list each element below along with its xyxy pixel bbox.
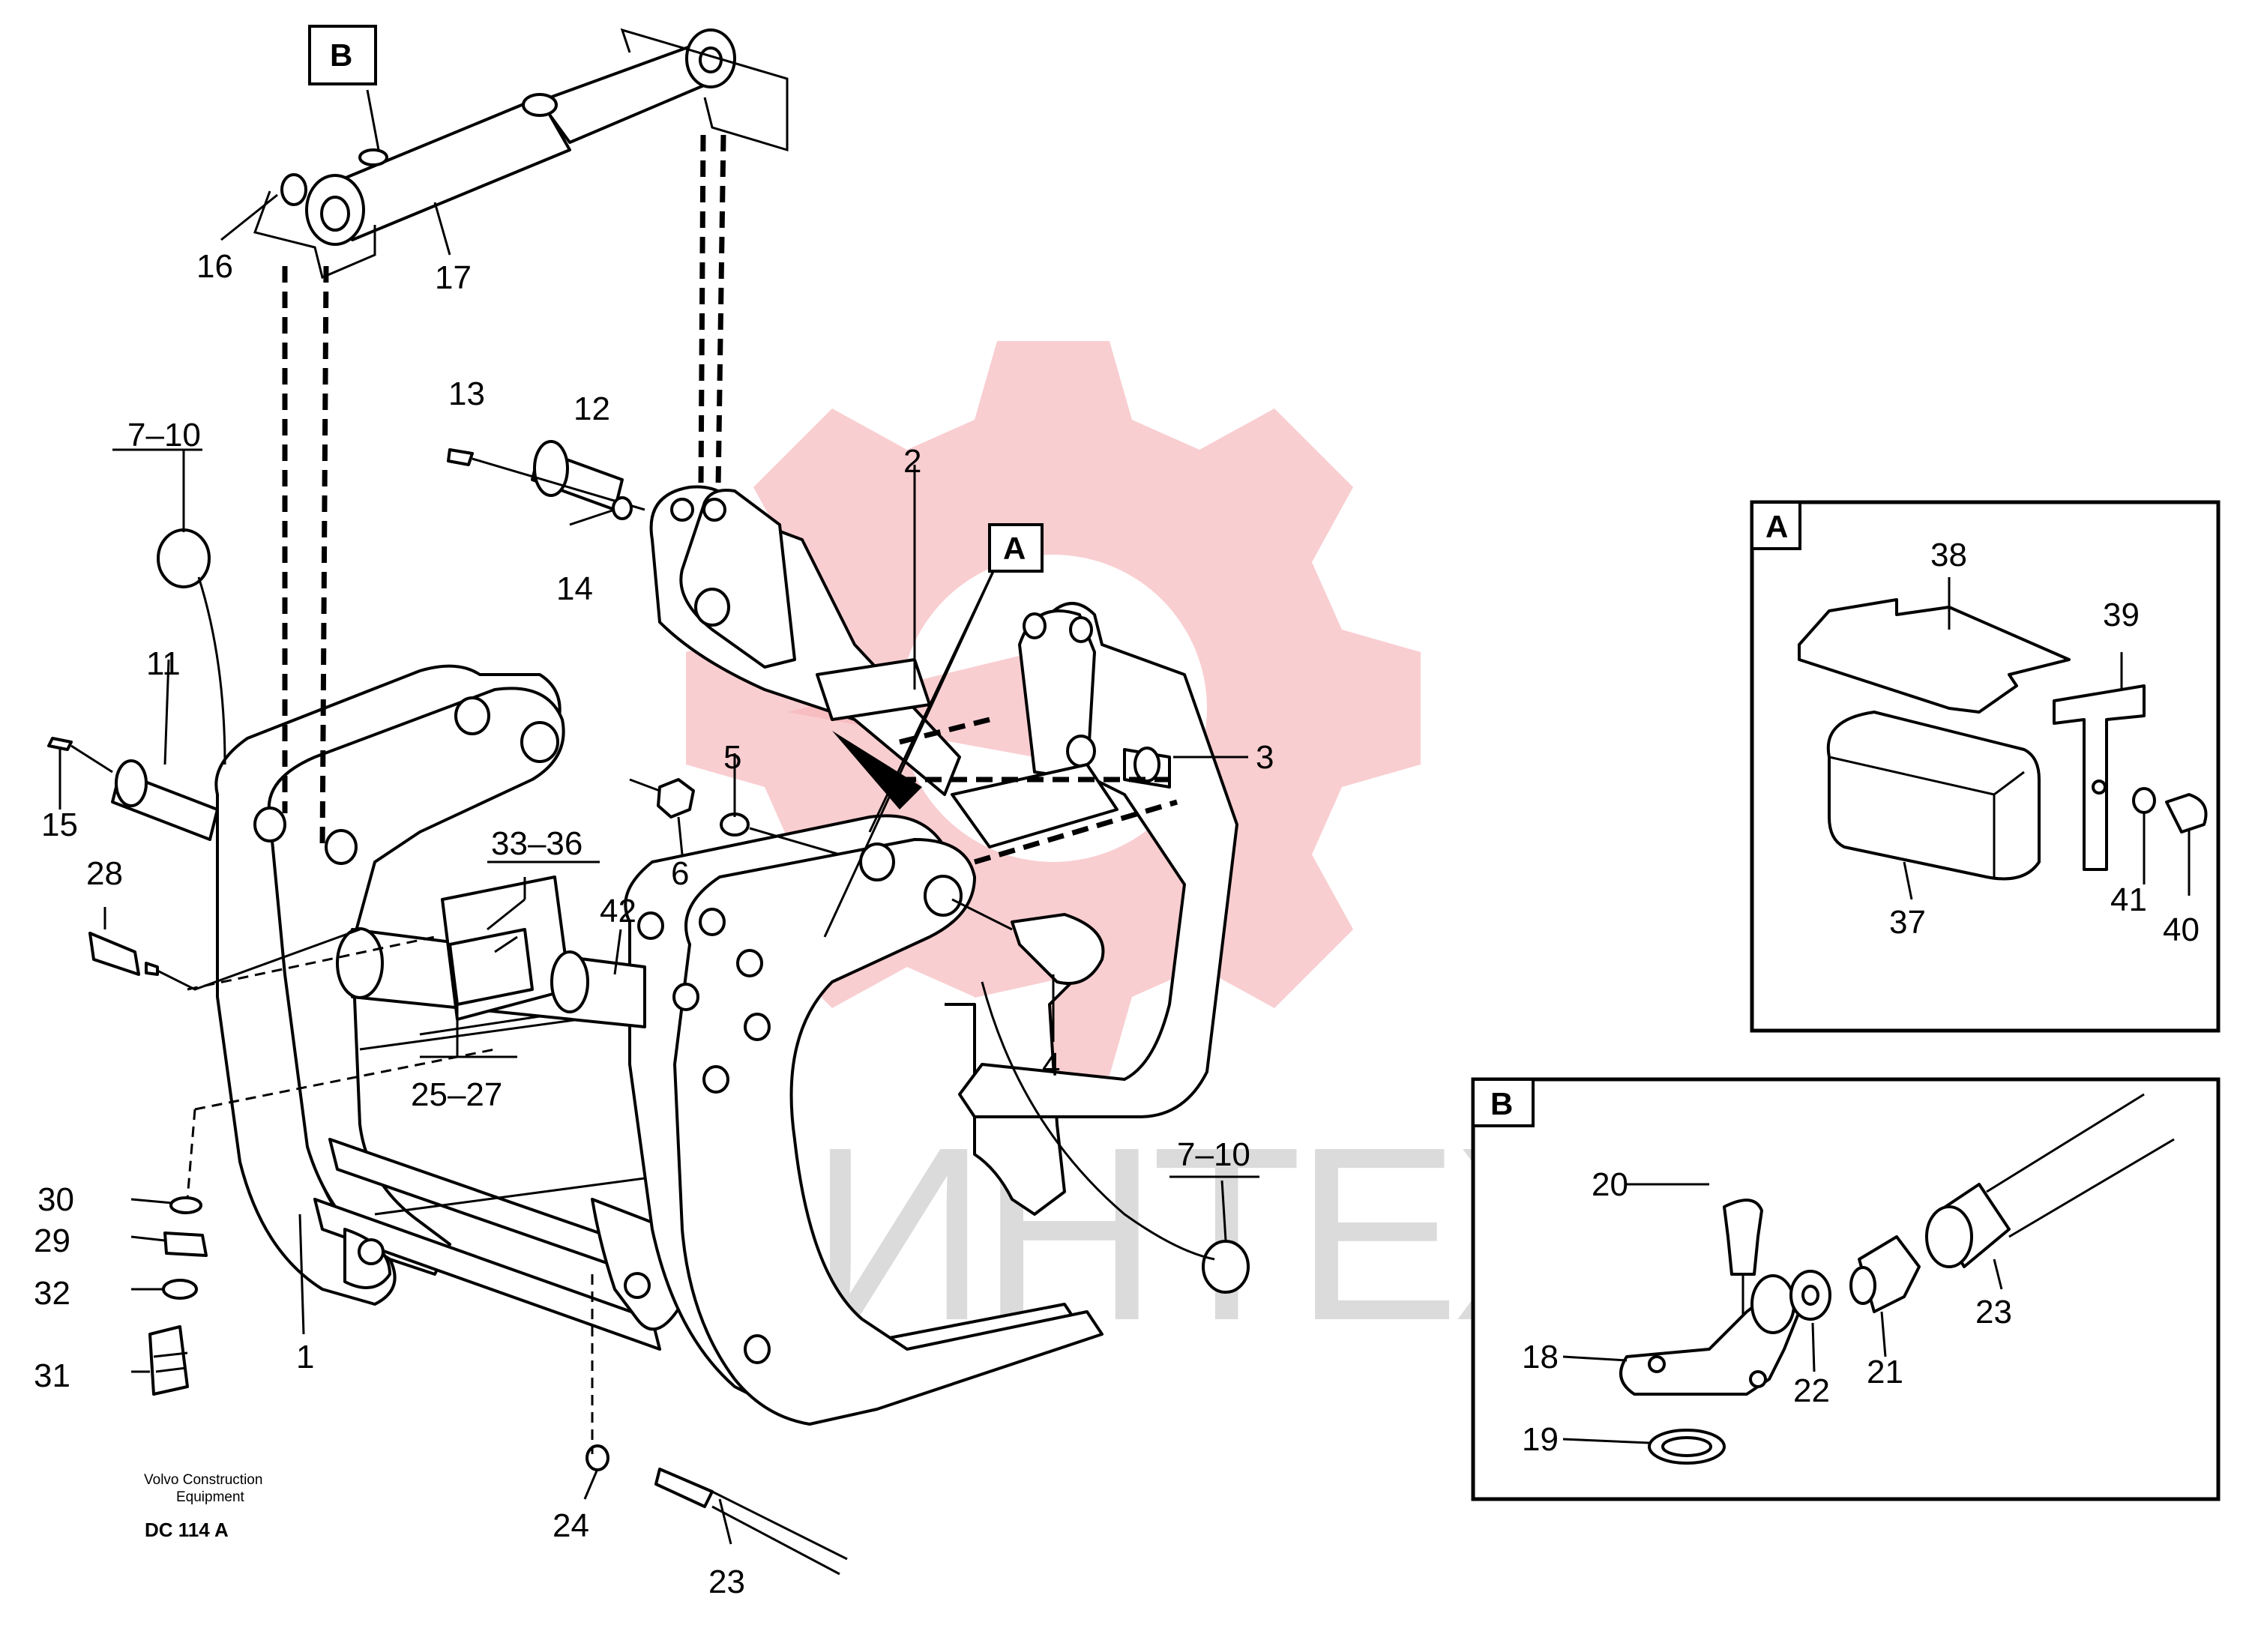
pin-12-part [447,440,645,520]
label-37: 37 [1889,904,1926,941]
block-37-part [1826,711,2041,881]
label-16: 16 [196,248,233,285]
label-3: 3 [1256,739,1274,776]
label-25-27: 25–27 [411,1076,502,1113]
link-arm-part [649,485,961,796]
label-18: 18 [1522,1339,1559,1375]
label-31: 31 [34,1357,70,1394]
screw-20-part [1723,1199,1763,1276]
grease-fitting-part [88,928,361,1396]
pin-3-part [629,747,1171,985]
hydraulic-cylinder-part [253,28,789,280]
label-24: 24 [553,1507,589,1544]
footer-manufacturer-line2: Equipment [176,1489,245,1505]
bolt-40-part [2165,793,2208,833]
label-30: 30 [37,1181,74,1218]
label-14: 14 [556,570,593,607]
label-7-10-right: 7–10 [1177,1136,1250,1173]
label-42: 42 [600,893,636,929]
clip-7-10-right-part [981,981,1250,1294]
callout-box-b [308,25,377,85]
callout-a: A [1003,531,1026,566]
detail-a-panel: A 38 39 37 41 40 [1750,500,2221,1033]
footer-drawing-code: DC 114 A [145,1519,229,1541]
label-38: 38 [1930,537,1967,573]
pin-11-part [47,528,226,841]
label-15: 15 [41,807,78,843]
bracket-39-part [2053,684,2146,871]
label-21: 21 [1867,1354,1903,1390]
label-17: 17 [435,259,472,296]
hub-shaft-part [336,875,646,1028]
label-22: 22 [1793,1372,1830,1409]
detail-b-panel: B 20 18 19 22 21 23 [1471,1077,2221,1501]
hose-23-part [585,1444,848,1576]
label-12: 12 [573,391,610,427]
label-4: 4 [1042,1046,1060,1083]
label-5: 5 [723,739,741,776]
assembly-lines [186,134,1178,1454]
label-23: 23 [708,1564,745,1600]
label-33-36: 33–36 [491,825,582,862]
callout-box-a [988,523,1044,573]
label-20: 20 [1592,1166,1628,1203]
callout-leaders [58,89,1259,1545]
label-32: 32 [34,1275,70,1312]
label-7-10-left: 7–10 [127,417,201,453]
label-39: 39 [2103,597,2140,633]
label-11: 11 [146,645,181,682]
label-23b: 23 [1975,1294,2012,1330]
label-19: 19 [1522,1421,1559,1458]
label-1: 1 [296,1339,314,1375]
label-13: 13 [448,376,485,412]
rear-arm-part [951,602,1238,1118]
footer-manufacturer: Volvo Construction [144,1472,262,1488]
main-bracket-part [214,664,720,1351]
label-40: 40 [2163,911,2200,948]
detail-b-title: B [1490,1086,1513,1121]
detail-a-title: A [1765,509,1788,544]
label-6: 6 [671,855,689,892]
label-41: 41 [2110,881,2147,918]
plate-38-part [1798,598,2071,714]
label-29: 29 [34,1223,70,1259]
grapple-arm-part [624,814,1104,1426]
label-2: 2 [903,443,921,480]
label-28: 28 [86,855,123,892]
callout-b: B [330,37,352,73]
